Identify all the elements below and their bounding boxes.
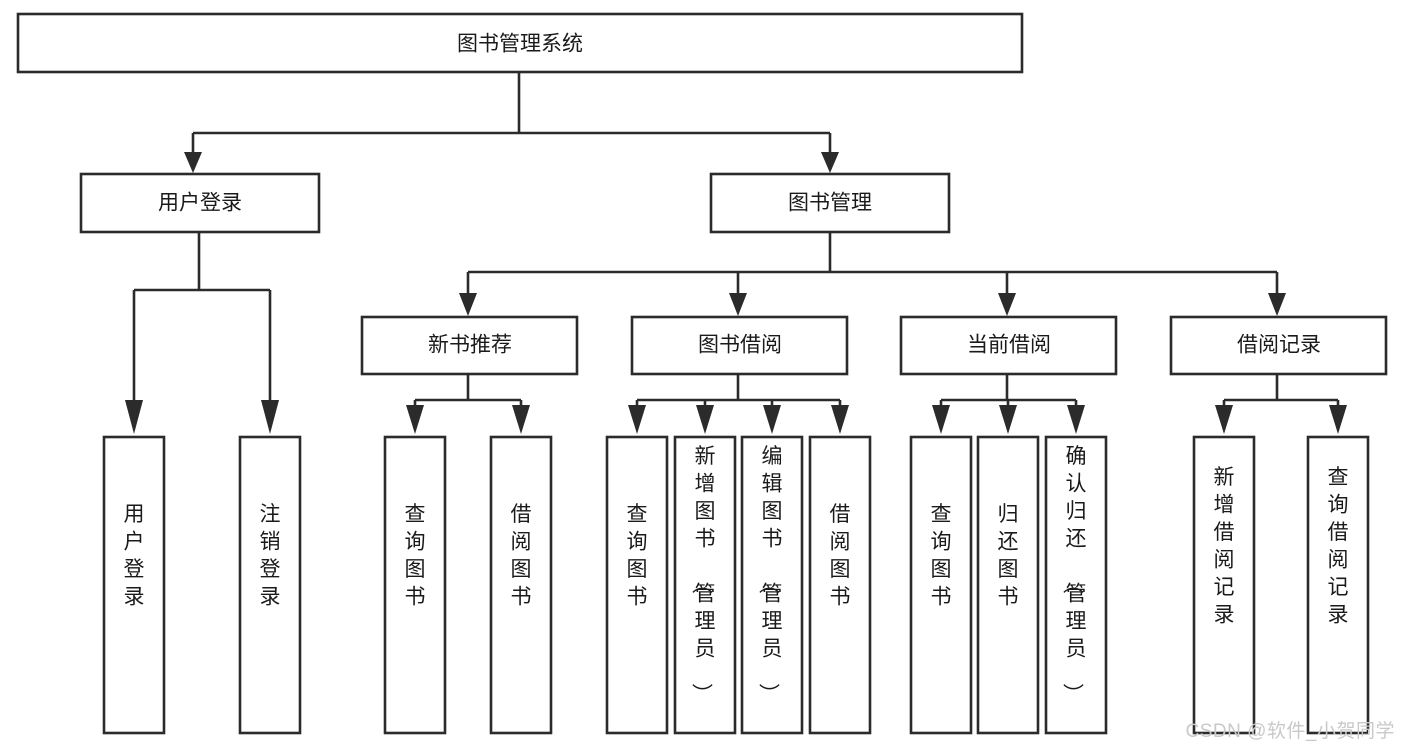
node-leaf-query-book-3-box[interactable] — [909, 435, 973, 735]
node-leaf-return-book-label: 归还图书 — [998, 503, 1019, 609]
arrow-leaf-return-book — [999, 405, 1017, 434]
node-current-borrow-box[interactable] — [899, 315, 1118, 376]
node-leaf-add-record-label: 新增借阅记录 — [1214, 466, 1235, 627]
node-leaf-edit-book-label: 编辑图书（管理员） — [757, 445, 783, 704]
edges-layer — [125, 72, 1347, 434]
node-leaf-confirm-return[interactable]: 确认归还（管理员） — [1044, 435, 1108, 735]
arrow-leaf-query-book-1 — [406, 405, 424, 434]
node-root[interactable]: 图书管理系统 — [16, 12, 1024, 74]
node-leaf-query-book-3-label: 查询图书 — [931, 503, 952, 609]
node-root-label: 图书管理系统 — [457, 33, 583, 56]
node-leaf-edit-book[interactable]: 编辑图书（管理员） — [740, 435, 804, 735]
node-leaf-add-book-box[interactable] — [673, 435, 737, 735]
node-new-book-rec-box[interactable] — [360, 315, 579, 376]
node-leaf-return-book-box[interactable] — [976, 435, 1040, 735]
node-new-book-rec[interactable]: 新书推荐 — [360, 315, 579, 376]
node-book-borrow[interactable]: 图书借阅 — [630, 315, 849, 376]
node-user-login-box[interactable] — [79, 172, 321, 234]
arrow-leaf-add-book — [696, 405, 714, 434]
arrow-leaf-query-book-3 — [932, 405, 950, 434]
node-leaf-edit-book-box[interactable] — [740, 435, 804, 735]
node-current-borrow-label: 当前借阅 — [967, 334, 1051, 357]
arrow-to-borrow-record — [1268, 293, 1286, 316]
arrow-to-user-login — [184, 152, 202, 173]
node-book-borrow-box[interactable] — [630, 315, 849, 376]
node-book-borrow-label: 图书借阅 — [698, 334, 782, 357]
node-leaf-borrow-book-2-box[interactable] — [808, 435, 872, 735]
node-leaf-query-book-2[interactable]: 查询图书 — [605, 435, 669, 735]
node-leaf-user-logout-label: 注销登录 — [260, 503, 281, 609]
arrow-leaf-confirm-return — [1067, 405, 1085, 434]
node-leaf-user-login[interactable]: 用户登录 — [102, 435, 166, 735]
node-leaf-query-record-box[interactable] — [1306, 435, 1370, 735]
arrow-to-book-manage — [821, 152, 839, 173]
node-book-manage-label: 图书管理 — [788, 192, 872, 215]
node-leaf-borrow-book-2[interactable]: 借阅图书 — [808, 435, 872, 735]
node-current-borrow[interactable]: 当前借阅 — [899, 315, 1118, 376]
node-leaf-add-book[interactable]: 新增图书（管理员） — [673, 435, 737, 735]
arrow-leaf-borrow-book-1 — [512, 405, 530, 434]
arrow-leaf-add-record — [1215, 405, 1233, 434]
arrow-leaf-query-record — [1329, 405, 1347, 434]
arrow-to-new-book-rec — [459, 293, 477, 316]
node-leaf-add-book-label: 新增图书（管理员） — [690, 445, 716, 704]
node-leaf-query-book-3[interactable]: 查询图书 — [909, 435, 973, 735]
node-leaf-confirm-return-label: 确认归还（管理员） — [1061, 445, 1087, 704]
node-leaf-query-book-1[interactable]: 查询图书 — [383, 435, 447, 735]
node-book-manage-box[interactable] — [709, 172, 951, 234]
node-book-manage[interactable]: 图书管理 — [709, 172, 951, 234]
node-leaf-user-logout[interactable]: 注销登录 — [238, 435, 302, 735]
arrow-leaf-user-logout — [261, 400, 279, 434]
node-leaf-confirm-return-box[interactable] — [1044, 435, 1108, 735]
node-leaf-query-record[interactable]: 查询借阅记录 — [1306, 435, 1370, 735]
node-leaf-query-book-1-label: 查询图书 — [405, 503, 426, 609]
node-borrow-record-box[interactable] — [1169, 315, 1388, 376]
node-leaf-query-book-1-box[interactable] — [383, 435, 447, 735]
node-leaf-return-book[interactable]: 归还图书 — [976, 435, 1040, 735]
arrow-to-current-borrow — [998, 293, 1016, 316]
arrow-to-book-borrow — [729, 293, 747, 316]
node-leaf-borrow-book-1[interactable]: 借阅图书 — [489, 435, 553, 735]
node-leaf-add-record[interactable]: 新增借阅记录 — [1192, 435, 1256, 735]
arrow-leaf-user-login — [125, 400, 143, 434]
node-user-login[interactable]: 用户登录 — [79, 172, 321, 234]
node-leaf-user-logout-box[interactable] — [238, 435, 302, 735]
node-root-box[interactable] — [16, 12, 1024, 74]
arrow-leaf-query-book-2 — [628, 405, 646, 434]
node-leaf-user-login-box[interactable] — [102, 435, 166, 735]
node-leaf-query-book-2-box[interactable] — [605, 435, 669, 735]
node-leaf-add-record-box[interactable] — [1192, 435, 1256, 735]
node-user-login-label: 用户登录 — [158, 192, 242, 215]
node-leaf-borrow-book-2-label: 借阅图书 — [830, 503, 851, 609]
node-borrow-record-label: 借阅记录 — [1237, 334, 1321, 357]
node-new-book-rec-label: 新书推荐 — [428, 334, 512, 357]
node-leaf-user-login-label: 用户登录 — [124, 503, 145, 609]
node-leaf-query-book-2-label: 查询图书 — [627, 503, 648, 609]
node-leaf-borrow-book-1-label: 借阅图书 — [511, 503, 532, 609]
arrow-leaf-edit-book — [763, 405, 781, 434]
node-borrow-record[interactable]: 借阅记录 — [1169, 315, 1388, 376]
csdn-watermark: CSDN @软件_小贺同学 — [1185, 721, 1395, 742]
node-leaf-borrow-book-1-box[interactable] — [489, 435, 553, 735]
arrow-leaf-borrow-book-2 — [831, 405, 849, 434]
node-leaf-query-record-label: 查询借阅记录 — [1328, 466, 1349, 627]
